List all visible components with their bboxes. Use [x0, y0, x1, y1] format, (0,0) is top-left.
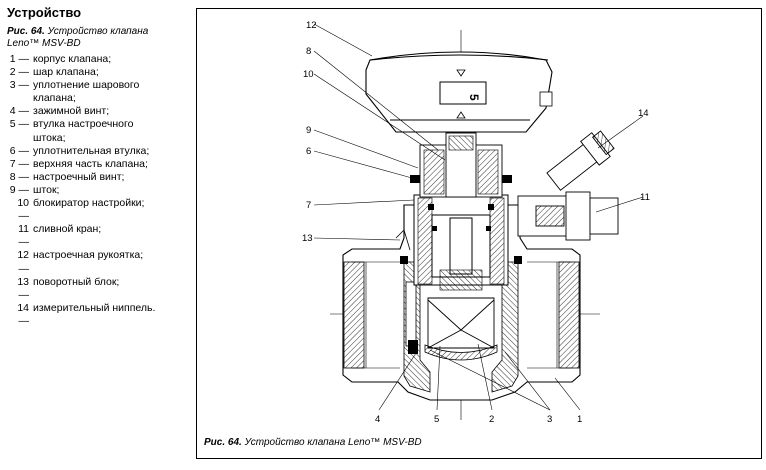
- callout-2: 2: [489, 414, 494, 425]
- legend-item: 12 —настроечная рукоятка;: [17, 249, 144, 275]
- legend-item: 14 —измерительный ниппель.: [17, 301, 156, 327]
- measuring-nipple: [546, 130, 615, 191]
- section-heading: Устройство: [7, 5, 82, 20]
- side-caption: Рис. 64. Устройство клапана Leno™ MSV-BD: [7, 26, 187, 50]
- figure-caption-label: Рис. 64.: [204, 437, 242, 448]
- callout-3: 3: [547, 414, 552, 425]
- dial-window: [439, 81, 487, 105]
- right-thread: [558, 261, 580, 369]
- legend-item: 6 —уплотнительная втулка;: [9, 144, 150, 157]
- o-rings: [400, 175, 522, 264]
- callout-labels: 12 8 10 9 6 7 13 14 11 4 5 2 3 1: [302, 20, 650, 425]
- side-caption-title-1: Устройство клапана: [47, 26, 149, 37]
- callout-9: 9: [306, 125, 311, 136]
- left-thread: [343, 261, 365, 369]
- figure-caption-text: Устройство клапана Leno™ MSV-BD: [244, 437, 422, 448]
- dial-digit: 5: [467, 94, 481, 101]
- legend-item: 4 —зажимной винт;: [9, 105, 110, 118]
- figure-caption: Рис. 64. Устройство клапана Leno™ MSV-BD: [204, 437, 422, 448]
- legend-item: 2 —шар клапана;: [9, 66, 99, 79]
- parts-legend: 1 —корпус клапана; 2 —шар клапана; 3 —уп…: [7, 53, 193, 328]
- drain-valve: [517, 191, 619, 241]
- callout-8: 8: [306, 46, 311, 57]
- callout-13: 13: [302, 233, 313, 244]
- callout-1: 1: [577, 414, 582, 425]
- legend-item: 1 —корпус клапана;: [9, 53, 112, 65]
- legend-item: 13 —поворотный блок;: [17, 275, 120, 301]
- legend-item: 5 —втулка настроечного штока;: [9, 118, 134, 144]
- callout-6: 6: [306, 146, 311, 157]
- callout-12: 12: [306, 20, 317, 31]
- legend-item: 9 —шток;: [9, 183, 60, 196]
- legend-item: 8 —настроечный винт;: [9, 170, 125, 183]
- callout-11: 11: [640, 192, 650, 203]
- ball: [427, 297, 495, 349]
- figure-frame: [196, 8, 762, 459]
- legend-item: 10 —блокиратор настройки;: [17, 197, 145, 223]
- side-caption-title-2: Leno™ MSV-BD: [7, 38, 81, 49]
- leader-lines: [313, 23, 644, 411]
- legend-item: 7 —верхняя часть клапана;: [9, 157, 148, 170]
- callout-7: 7: [306, 200, 311, 211]
- callout-4: 4: [375, 414, 380, 425]
- side-caption-label: Рис. 64.: [7, 26, 45, 37]
- callout-5: 5: [434, 414, 439, 425]
- callout-10: 10: [303, 69, 314, 80]
- legend-item: 3 —уплотнение шарового клапана;: [9, 79, 140, 105]
- callout-14: 14: [638, 108, 649, 119]
- legend-item: 11 —сливной кран;: [18, 223, 102, 249]
